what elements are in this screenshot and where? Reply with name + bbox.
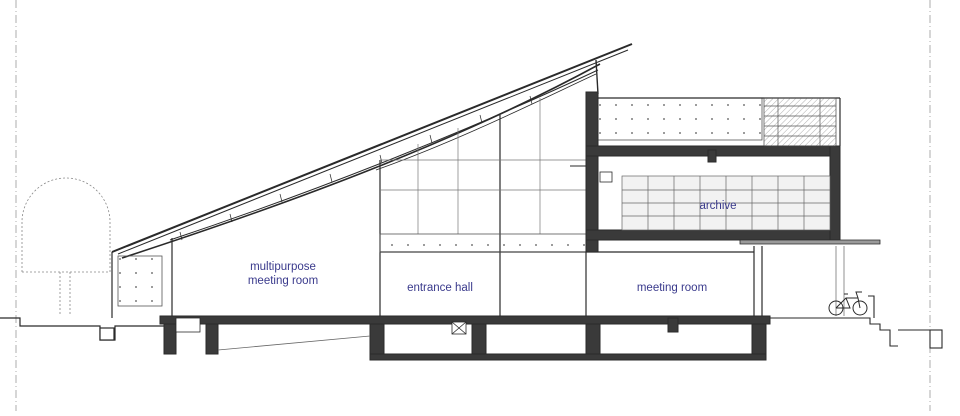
sloped-roof bbox=[111, 43, 633, 259]
glazing-mullions bbox=[380, 98, 586, 234]
bicycle-icon bbox=[828, 291, 868, 316]
tree-outline bbox=[21, 177, 111, 315]
room-labels: multipurpose meeting room entrance hall … bbox=[248, 200, 737, 294]
upper-floor bbox=[570, 91, 881, 253]
label-multipurpose-1: multipurpose bbox=[250, 261, 316, 273]
right-deck bbox=[770, 246, 943, 349]
ground-left bbox=[0, 317, 165, 341]
label-meeting-room: meeting room bbox=[637, 282, 707, 294]
label-multipurpose-2: meeting room bbox=[248, 275, 318, 287]
label-entrance-hall: entrance hall bbox=[407, 282, 473, 294]
ground-slab bbox=[159, 315, 771, 361]
archive-shelving bbox=[621, 175, 831, 231]
label-archive: archive bbox=[699, 200, 736, 212]
roof-screen bbox=[763, 97, 837, 147]
